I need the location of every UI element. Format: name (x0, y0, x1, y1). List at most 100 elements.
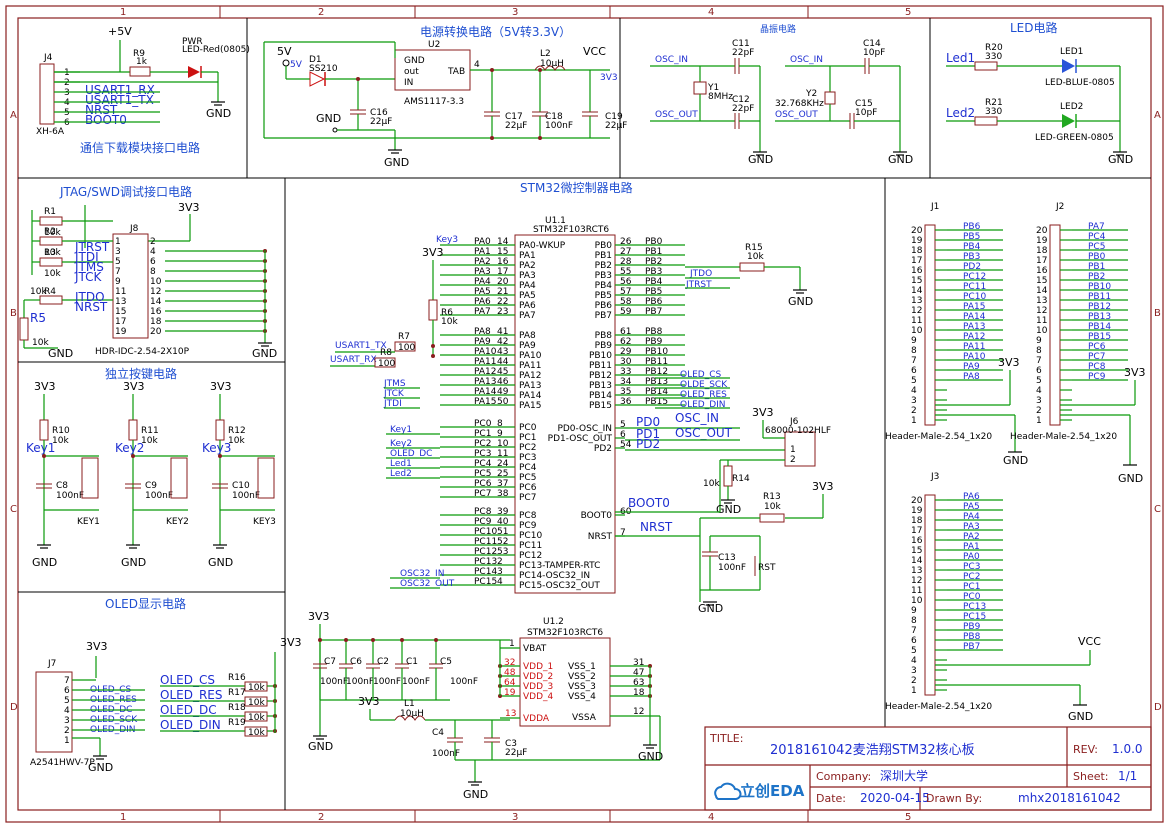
j2-pin-number: 6 (1036, 366, 1042, 376)
junction-dot (218, 454, 222, 458)
mcu-pin-number: 3 (497, 567, 503, 577)
gnd-label: GND (888, 153, 913, 166)
y2-value: 32.768KHz (775, 99, 824, 109)
jtag-resistor-value: 10k (44, 228, 61, 238)
j8-part: HDR-IDC-2.54-2X10P (95, 347, 190, 357)
j3-pin-number: 9 (911, 606, 917, 616)
l1-inductor (394, 715, 426, 721)
gnd-label: GND (308, 740, 333, 753)
j4-ref: J4 (43, 53, 53, 63)
j4-connector (39, 63, 55, 125)
mcu-pin-number: 62 (620, 337, 631, 347)
j2-ref: J2 (1055, 202, 1064, 212)
jtag-resistor-value: 10k (44, 248, 61, 258)
j1-pin-number: 2 (911, 406, 917, 416)
gnd-label: GND (1118, 472, 1143, 485)
mcu-pin-name: PB5 (595, 291, 612, 301)
sheet-title: 2018161042麦浩翔STM32核心板 (770, 743, 975, 758)
r7-value: 100 (398, 343, 415, 353)
j2-pin-number: 12 (1036, 306, 1047, 316)
u12-pin-number: 1 (509, 639, 515, 649)
j7-pin-number: 3 (64, 716, 70, 726)
power-gnd-label: GND (316, 112, 341, 125)
c13-ref: C13 (718, 553, 736, 563)
company-value: 深圳大学 (880, 768, 928, 783)
mcu-pin-name: PC3 (519, 453, 536, 463)
mcu-pin-net: PB9 (645, 337, 663, 347)
j1-pin-number: 8 (911, 346, 917, 356)
j1-net-label: PA9 (963, 362, 980, 372)
mcu-pin-number: 46 (497, 377, 509, 387)
mcu-pin-name: PA14 (519, 391, 542, 401)
mcu-pin-net: PB14 (645, 387, 668, 397)
mcu-pin-net: PA11 (474, 357, 496, 367)
gnd-label: GND (463, 788, 488, 801)
mcu-pin-number: 6 (620, 430, 626, 440)
key-resistor-ref: R11 (141, 426, 159, 436)
mcu-pin-net: PA2 (474, 257, 491, 267)
led1-value: LED-BLUE-0805 (1045, 78, 1115, 88)
grid-row-label: D (1154, 702, 1162, 713)
u12-pin-number: 19 (504, 688, 516, 698)
u12-pin-number: 32 (504, 658, 515, 668)
mcu-pin-name: PB13 (589, 381, 612, 391)
junction-dot (344, 638, 348, 642)
mcu-pin-number: 20 (497, 277, 509, 287)
j3-pin-number: 15 (911, 546, 922, 556)
mcu-pin-number: 28 (620, 257, 632, 267)
mcu-pin-number: 8 (497, 419, 503, 429)
r13-value: 10k (764, 502, 781, 512)
mcu-pin-number: 57 (620, 287, 631, 297)
j6-jumper (784, 431, 816, 467)
u12-pin-number: 12 (633, 707, 644, 717)
title-oled: OLED显示电路 (105, 596, 186, 611)
mcu-pin-name: PC13-TAMPER-RTC (519, 561, 600, 571)
c17-ref: C17 (505, 112, 523, 122)
mcu-pin-number: 4 (497, 577, 503, 587)
mcu-pin-number: 40 (497, 517, 509, 527)
net-oled-res: OLED_RES (680, 390, 727, 400)
mcu-pin-number: 36 (620, 397, 632, 407)
u2-pin-gnd: GND (404, 56, 425, 66)
junction-dot (371, 638, 375, 642)
oled-resistor-ref: R17 (228, 688, 246, 698)
j7-pin-number: 6 (64, 686, 70, 696)
net-led1: Led1 (390, 459, 412, 469)
mcu-pin-net: PA9 (474, 337, 491, 347)
mcu-pin-name: PB0 (595, 241, 613, 251)
r13-ref: R13 (763, 492, 781, 502)
j1-pin-number: 1 (911, 416, 917, 426)
j3-net-label: PB9 (963, 622, 981, 632)
j3-net-label: PB7 (963, 642, 980, 652)
c16-value: 22μF (370, 117, 392, 127)
key-cap-ref: C8 (56, 481, 68, 491)
j6-ref: J6 (789, 417, 799, 427)
j2-pin-number: 14 (1036, 286, 1048, 296)
mcu-pin-name: PA5 (519, 291, 536, 301)
key-switch-icon (81, 457, 99, 499)
r9-value: 1k (136, 57, 148, 67)
d1-ref: D1 (309, 55, 322, 65)
junction-dot (434, 638, 438, 642)
section-dividers (18, 18, 1151, 810)
title-led: LED电路 (1010, 20, 1058, 35)
net-key2: Key2 (390, 439, 412, 449)
net-oled-dc: OLED_DC (390, 449, 432, 459)
j1-net-label: PB5 (963, 232, 980, 242)
mcu-pin-number: 59 (620, 307, 632, 317)
j2-pin-number: 19 (1036, 236, 1048, 246)
mcu-pin-net: PC9 (474, 517, 492, 527)
oled-resistor-ref: R18 (228, 703, 246, 713)
oled-3v3-label: 3V3 (86, 640, 108, 653)
power-5v-port: 5V (290, 60, 303, 70)
drawn-value: mhx2018161042 (1018, 791, 1121, 805)
mcu-pin-number: 58 (620, 297, 632, 307)
oled-net-label: OLED_DC (160, 703, 217, 717)
mcu-pin-name: PA10 (519, 351, 542, 361)
oled-section: 3V3 J7 A2541HWV-7P 7654321OLED_CSOLED_RE… (30, 636, 302, 774)
mcu-pin-name: PA0-WKUP (519, 241, 566, 251)
mcu-pin-net: PC1 (474, 429, 491, 439)
y2-crystal-icon (824, 91, 836, 105)
